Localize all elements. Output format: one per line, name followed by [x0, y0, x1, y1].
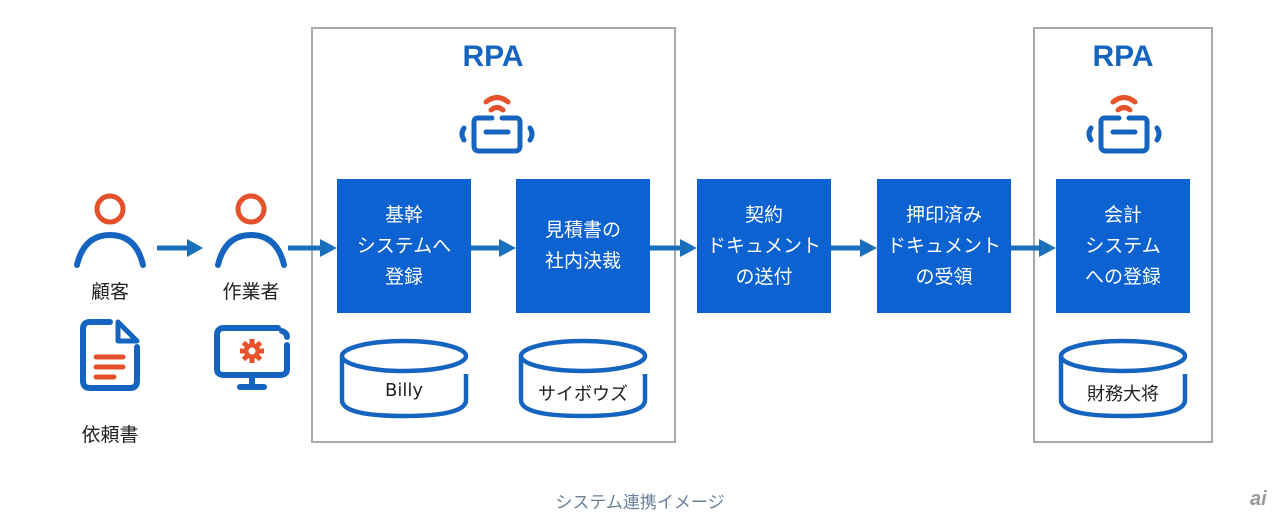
person-icon — [215, 193, 287, 268]
document-label: 依頼書 — [81, 424, 139, 446]
arrow-icon — [1011, 239, 1056, 257]
database-icon — [339, 338, 469, 419]
arrow-icon — [831, 239, 877, 257]
robot-icon — [459, 95, 535, 154]
database-icon — [1058, 338, 1188, 419]
step-quote-approval: 見積書の 社内決裁 — [516, 179, 650, 313]
arrow-icon — [650, 239, 697, 257]
step-contract-send: 契約 ドキュメント の送付 — [697, 179, 831, 313]
database-icon — [518, 338, 648, 419]
figure-caption: システム連携イメージ — [555, 493, 725, 513]
database-label-cybozu: サイボウズ — [538, 384, 628, 405]
document-icon — [80, 319, 140, 391]
watermark-logo: ai — [1250, 488, 1267, 510]
actor-label-customer: 顧客 — [90, 281, 129, 303]
step-core-system-registration: 基幹 システムへ 登録 — [337, 179, 471, 313]
rpa-title-1: RPA — [462, 40, 524, 73]
database-label-billy: Billy — [384, 380, 423, 401]
arrow-icon — [157, 239, 203, 257]
monitor-gear-icon — [214, 325, 290, 390]
database-label-zaimu-taisho: 財務大将 — [1087, 384, 1159, 405]
arrow-icon — [288, 239, 337, 257]
arrow-icon — [471, 239, 516, 257]
robot-icon — [1086, 95, 1162, 154]
actor-label-operator: 作業者 — [222, 281, 280, 303]
step-accounting-registration: 会計 システム への登録 — [1056, 179, 1190, 313]
rpa-title-2: RPA — [1092, 40, 1154, 73]
person-icon — [74, 193, 146, 268]
step-stamped-receipt: 押印済み ドキュメント の受領 — [877, 179, 1011, 313]
